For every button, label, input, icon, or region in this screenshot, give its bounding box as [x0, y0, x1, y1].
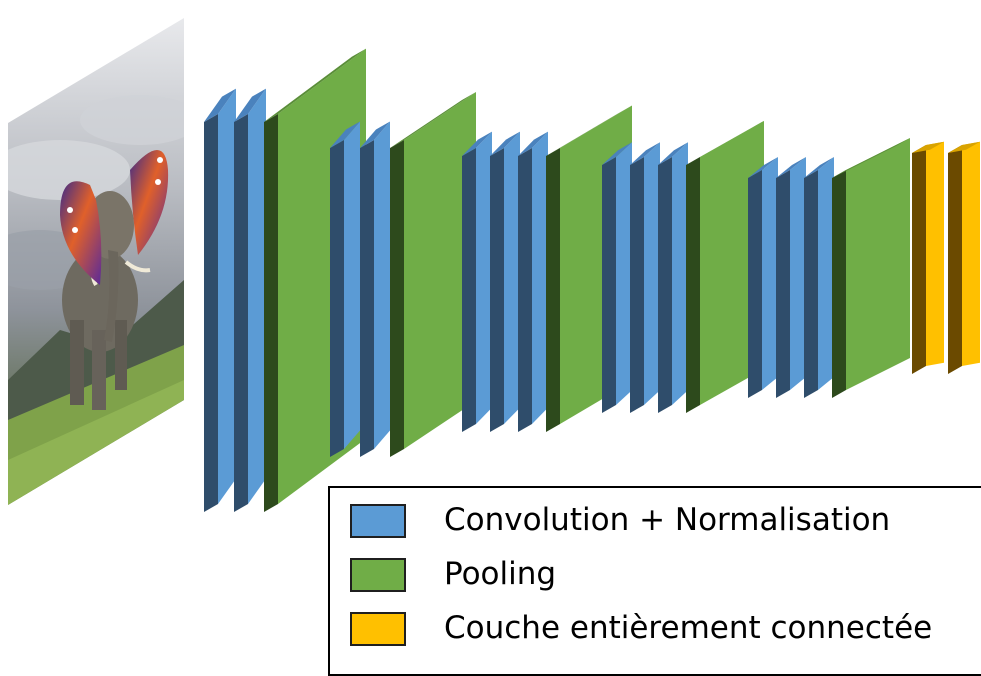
layer-convolution: [630, 142, 660, 413]
layer-block-5: [748, 138, 910, 398]
legend-label-pooling: Pooling: [444, 556, 557, 592]
pooling-swatch: [350, 558, 406, 592]
legend-label-fully-connected: Couche entièrement connectée: [444, 610, 933, 646]
layer-convolution: [804, 156, 834, 398]
layer-convolution: [658, 142, 688, 413]
fully-connected-swatch: [350, 612, 406, 646]
layer-convolution: [234, 88, 266, 512]
layer-convolution: [776, 156, 806, 398]
layer-block-4: [602, 120, 764, 413]
input-image-photo: [8, 18, 184, 505]
cnn-architecture-diagram: [8, 18, 980, 512]
layer-pooling: [832, 138, 910, 398]
legend-item-convolution: Convolution + Normalisation: [350, 502, 981, 550]
network-layers: [204, 48, 980, 512]
legend-item-fully-connected: Couche entièrement connectée: [350, 610, 981, 658]
layer-block-6: [912, 141, 980, 374]
layer-convolution: [360, 121, 390, 457]
layer-pooling: [390, 92, 476, 457]
layer-convolution: [330, 121, 360, 457]
legend-label-convolution: Convolution + Normalisation: [444, 502, 891, 538]
layer-block-2: [330, 92, 476, 457]
layer-convolution: [602, 142, 632, 413]
convolution-swatch: [350, 504, 406, 538]
layer-convolution: [518, 131, 548, 432]
layer-fully-connected: [912, 141, 944, 374]
layer-convolution: [462, 131, 492, 432]
layer-fully-connected: [948, 141, 980, 374]
layer-convolution: [490, 131, 520, 432]
legend-item-pooling: Pooling: [350, 556, 981, 604]
legend: Convolution + Normalisation Pooling Couc…: [328, 486, 981, 676]
layer-convolution: [204, 88, 236, 512]
layer-convolution: [748, 156, 778, 398]
